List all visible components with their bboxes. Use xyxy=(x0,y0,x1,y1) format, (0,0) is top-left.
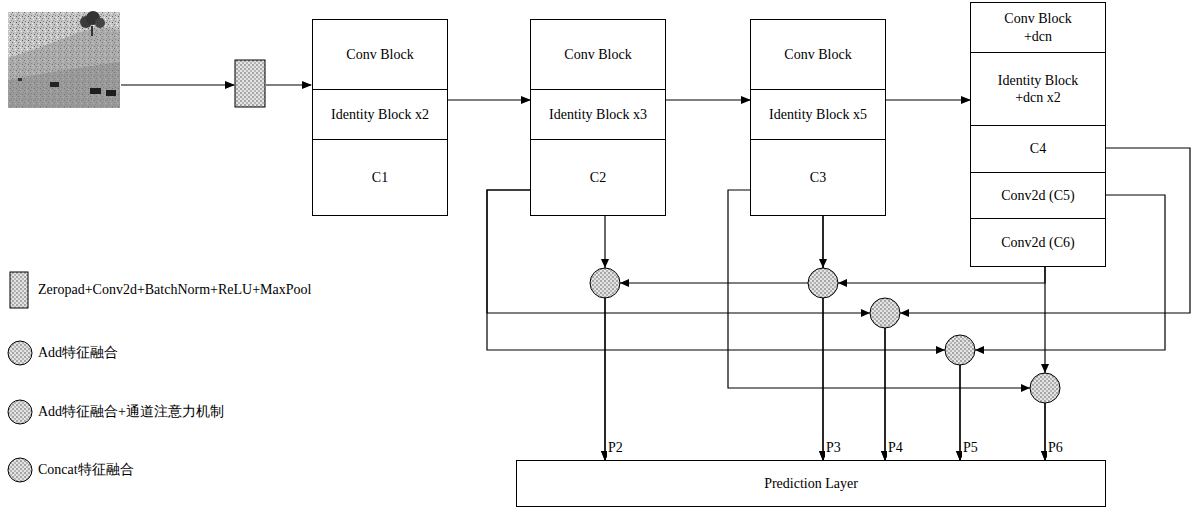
block-row: Identity Block x2 xyxy=(313,90,447,140)
level-label: P4 xyxy=(887,440,904,456)
fusion-circle xyxy=(945,335,975,365)
connector xyxy=(666,99,750,100)
block-row: Prediction Layer xyxy=(517,461,1105,506)
block-row: Conv Block xyxy=(313,20,447,90)
block-row: Conv Block xyxy=(751,20,885,90)
block-label: C2 xyxy=(590,169,606,187)
block-label: Conv Block xyxy=(564,46,631,64)
block-row: C4 xyxy=(971,126,1105,173)
level-label: P2 xyxy=(607,440,624,456)
block-label: Conv Block xyxy=(346,46,413,64)
backbone-stage: Conv BlockIdentity Block x5 C3 xyxy=(750,19,886,216)
connector xyxy=(885,148,1190,460)
block-row: Conv2d (C6) xyxy=(971,219,1105,266)
block-label: Conv2d (C5) xyxy=(1001,187,1075,205)
block-label: Conv Block xyxy=(784,46,851,64)
block-label: Identity Block x3 xyxy=(549,106,647,124)
block-label: Conv2d (C6) xyxy=(1001,234,1075,252)
legend-stem-icon xyxy=(10,272,28,308)
legend-text: Add特征融合 xyxy=(38,344,118,362)
backbone-stage: Conv Block +dcnIdentity Block +dcn x2 C4C… xyxy=(970,2,1106,267)
block-label: Prediction Layer xyxy=(764,475,858,493)
block-label: Conv Block +dcn xyxy=(998,10,1078,45)
legend-circle xyxy=(8,400,32,424)
fusion-circle xyxy=(870,298,900,328)
block-row: Conv Block +dcn xyxy=(971,3,1105,53)
fusion-arrowheads xyxy=(601,259,1049,392)
input-arrow xyxy=(121,84,234,85)
block-row: Identity Block x5 xyxy=(751,90,885,140)
block-label: C4 xyxy=(1030,140,1046,158)
connector xyxy=(448,99,530,100)
legend-circle xyxy=(8,458,32,482)
fusion-circle xyxy=(1030,373,1060,403)
block-label: Identity Block x2 xyxy=(331,106,429,124)
level-label: P3 xyxy=(825,440,842,456)
connector xyxy=(487,190,960,460)
prediction-layer: Prediction Layer xyxy=(516,460,1106,507)
block-label: C3 xyxy=(810,169,826,187)
connector xyxy=(823,267,1045,460)
block-row: C3 xyxy=(751,140,885,215)
block-label: C1 xyxy=(372,169,388,187)
block-row: Conv2d (C5) xyxy=(971,173,1105,219)
legend-text: Add特征融合+通道注意力机制 xyxy=(38,403,224,421)
block-row: Conv Block xyxy=(531,20,665,90)
stem-arrow xyxy=(266,84,311,85)
block-row: Identity Block +dcn x2 xyxy=(971,53,1105,126)
legend-text: Zeropad+Conv2d+BatchNorm+ReLU+MaxPool xyxy=(38,281,311,299)
block-label: Identity Block +dcn x2 xyxy=(988,72,1088,107)
connector xyxy=(487,190,885,460)
block-row: C1 xyxy=(313,140,447,215)
level-label: P6 xyxy=(1047,440,1064,456)
level-label: P5 xyxy=(962,440,979,456)
fusion-circle xyxy=(808,268,838,298)
backbone-stage: Conv BlockIdentity Block x3 C2 xyxy=(530,19,666,216)
legend-text: Concat特征融合 xyxy=(38,461,134,479)
photo xyxy=(8,11,120,108)
stem-block-icon xyxy=(235,60,265,107)
block-row: Identity Block x3 xyxy=(531,90,665,140)
block-label: Identity Block x5 xyxy=(769,106,867,124)
connector xyxy=(886,99,970,100)
backbone-stage: Conv BlockIdentity Block x2 C1 xyxy=(312,19,448,216)
legend-circle xyxy=(8,341,32,365)
block-row: C2 xyxy=(531,140,665,215)
fusion-circle xyxy=(590,268,620,298)
connector xyxy=(605,216,823,460)
